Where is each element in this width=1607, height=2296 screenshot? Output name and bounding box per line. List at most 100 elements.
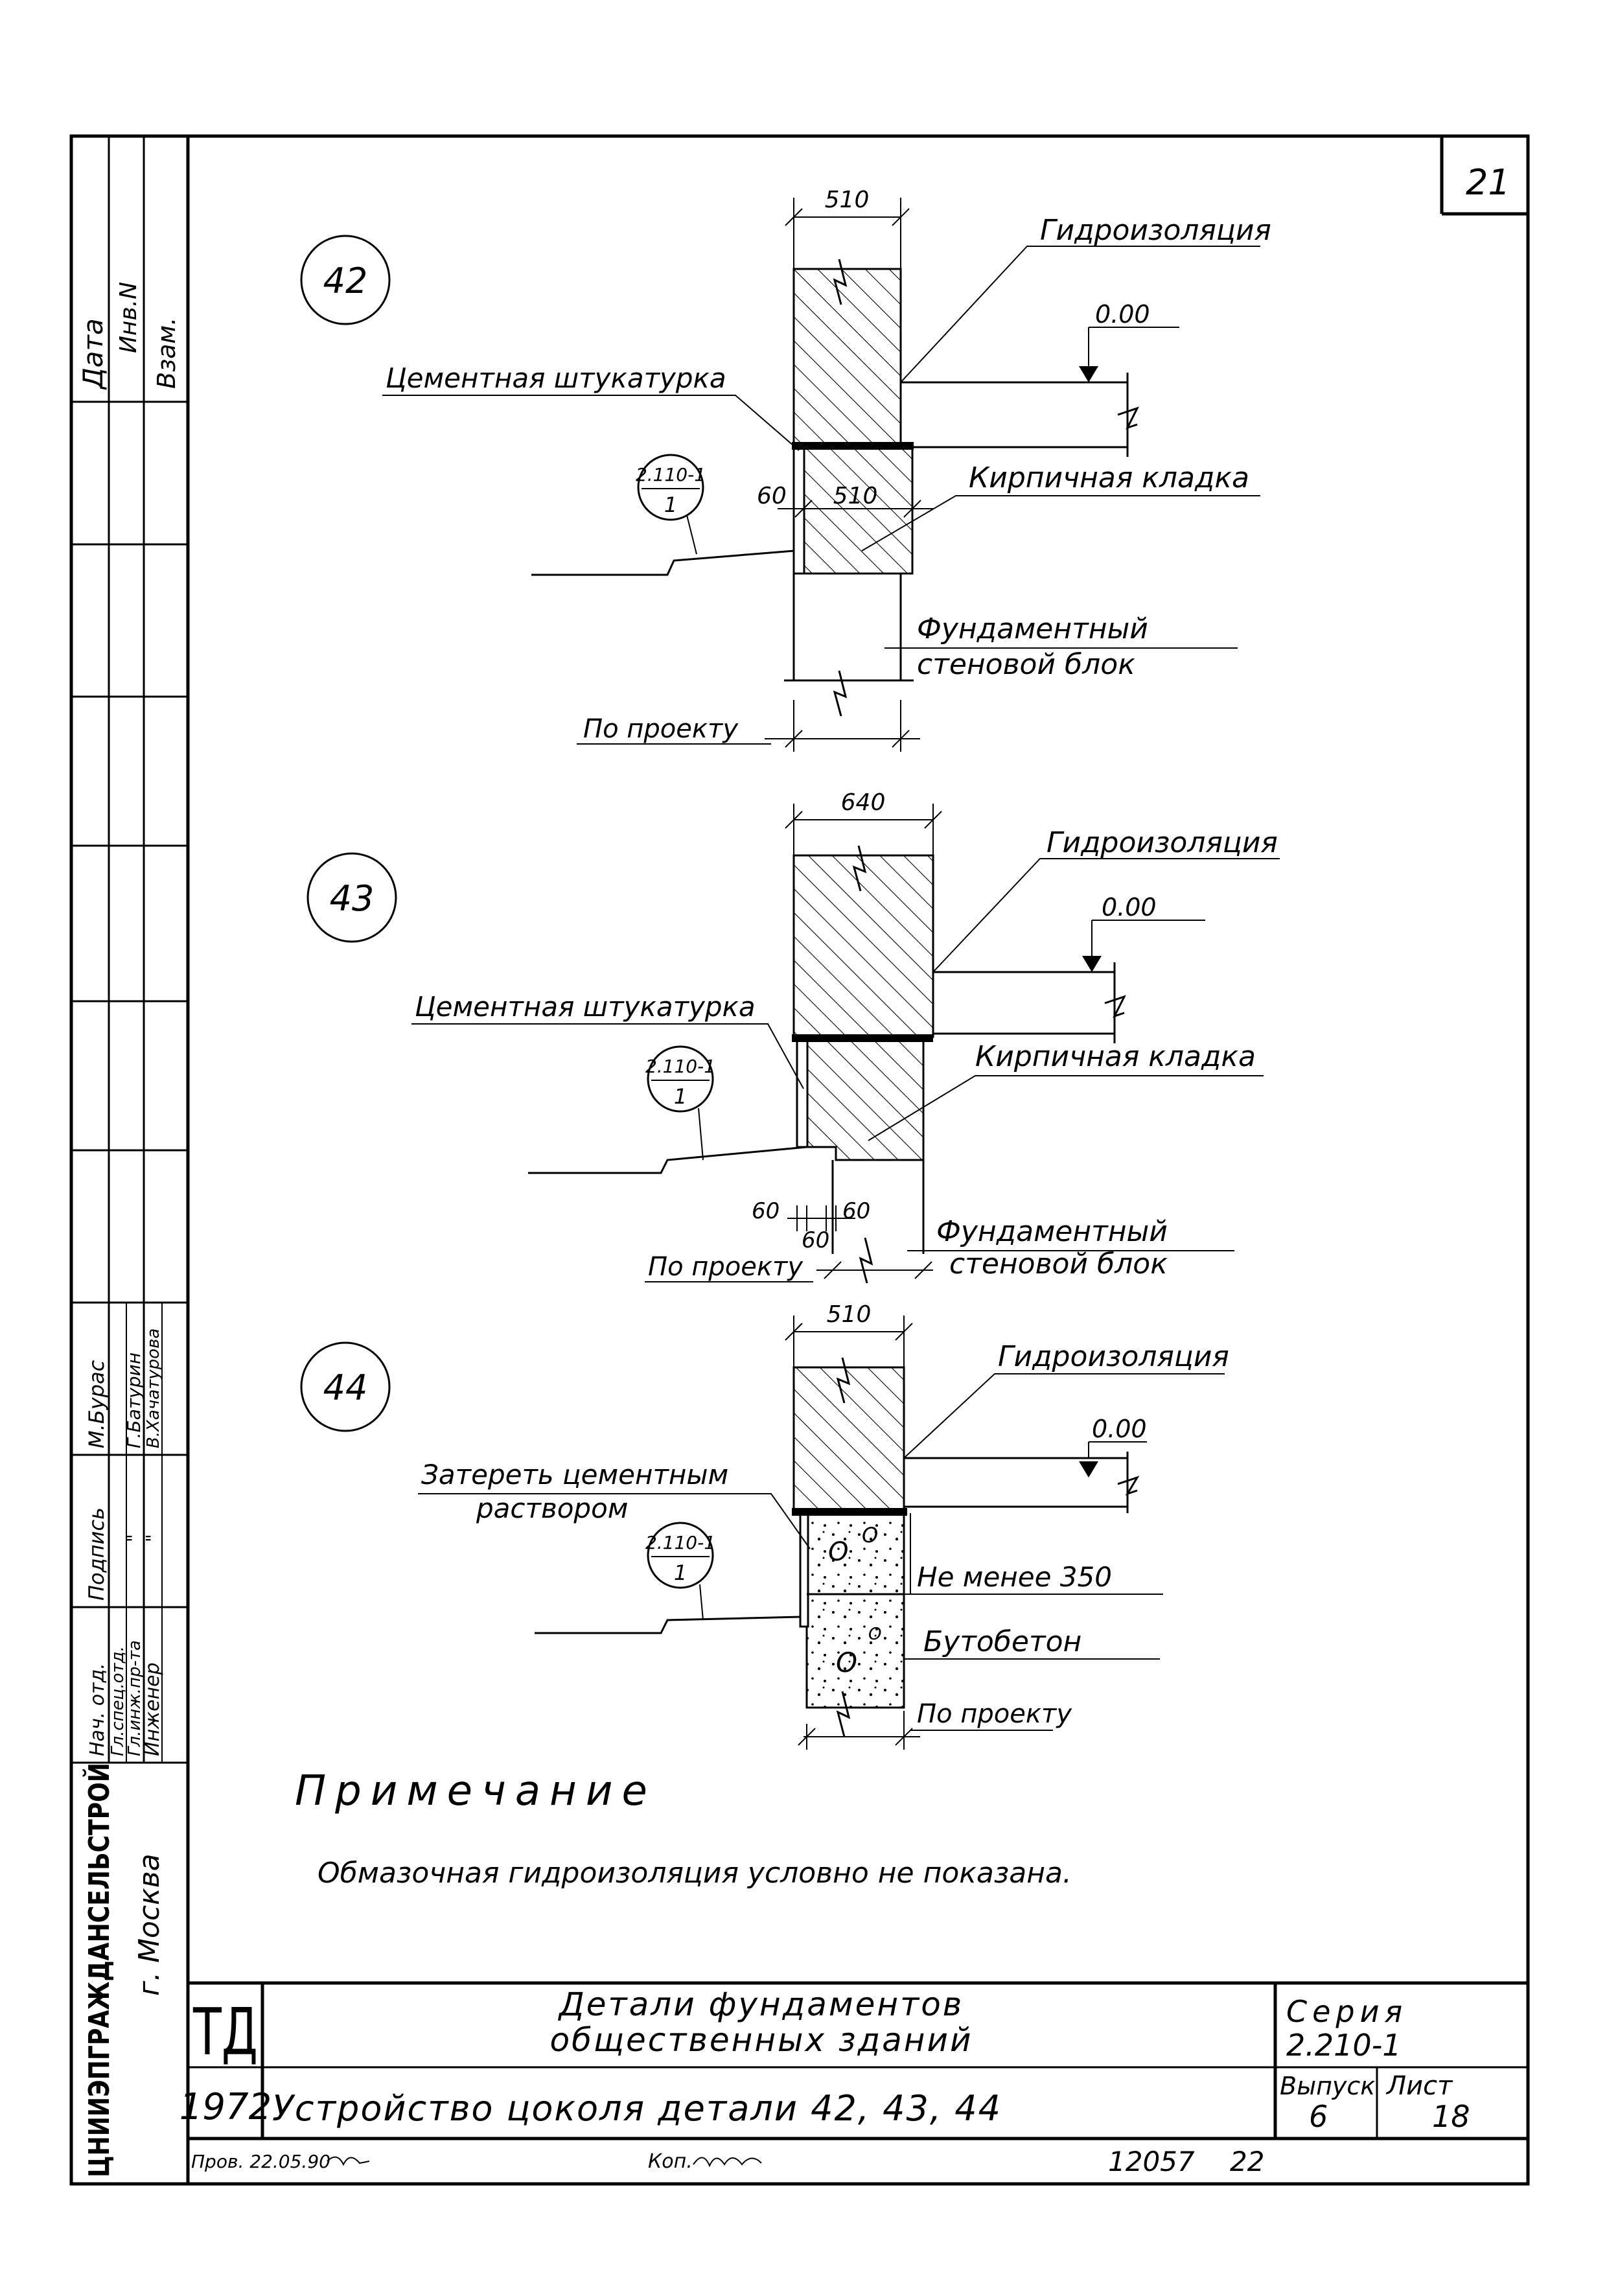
- detail-42-leader-plaster: [382, 395, 800, 451]
- stamp-label-date: Дата: [77, 318, 109, 390]
- series-label: Серия: [1286, 1994, 1407, 2029]
- detail-44-ground-line: [535, 1616, 801, 1634]
- footer-check-signature: [327, 2156, 370, 2166]
- detail-43-ground-line: [528, 1146, 807, 1174]
- detail-42-ref-bottom: 1: [664, 493, 677, 517]
- detail-44-upper-wall: [792, 1366, 905, 1511]
- sheet-frame: [69, 134, 1530, 2186]
- detail-44-break-top: [836, 1357, 851, 1404]
- detail-44-level-mark: [1079, 1461, 1098, 1478]
- detail-42-label-level: 0.00: [1095, 300, 1150, 329]
- detail-42-foundation-block: [792, 572, 902, 680]
- footer-copy-signature: [693, 2157, 762, 2168]
- stamp-organization: ЦНИИЭПГРАЖДАНСЕЛЬСТРОЙ: [82, 1763, 116, 2177]
- detail-43-level-line: [1091, 920, 1205, 972]
- sheet-value: 18: [1432, 2099, 1470, 2134]
- detail-43-leader-masonry: [868, 1075, 1264, 1141]
- detail-42-leader-waterproofing: [900, 246, 1260, 383]
- detail-44-cement-render: [799, 1512, 809, 1628]
- title-line-1: Детали фундаментов: [558, 1986, 964, 2023]
- detail-42-break-top: [833, 259, 848, 305]
- detail-42-dim-mid: [778, 500, 933, 518]
- detail-43-break-bottom: [859, 1237, 873, 1284]
- detail-42-level-mark: [1079, 366, 1098, 382]
- stamp-name-1: М.Бурас: [84, 1360, 109, 1448]
- detail-43-dim-left-label: 60: [752, 1198, 780, 1224]
- detail-43-label-masonry: Кирпичная кладка: [975, 1040, 1256, 1073]
- detail-44-level-line: [1088, 1441, 1147, 1458]
- stamp-role-head: Нач. отд.: [86, 1663, 109, 1756]
- detail-42-ground-line: [531, 550, 794, 576]
- stamp-role-chief: Гл.инж.пр-та: [125, 1640, 145, 1756]
- sheet-number: 21: [1466, 162, 1510, 203]
- detail-44-ref-top: 2.110-1: [645, 1532, 715, 1553]
- detail-44-label-waterproofing: Гидроизоляция: [998, 1340, 1229, 1373]
- detail-43-upper-wall: [792, 854, 934, 1038]
- detail-43: 43 640 60 60 60 По проекту 2.110-1 1 Гид…: [306, 789, 1280, 1284]
- detail-42-break-bottom: [784, 670, 914, 717]
- detail-43-dim-small: [787, 1205, 855, 1231]
- detail-42-marker: [300, 235, 391, 325]
- note-text: Обмазочная гидроизоляция условно не пока…: [318, 1857, 1072, 1890]
- detail-44-rubble-concrete: [805, 1512, 905, 1709]
- detail-42: 42 510 510 60 По проекту 2.110-1 1 Гидро…: [300, 187, 1271, 752]
- stamp-name-4: В.Хачатурова: [144, 1328, 163, 1448]
- detail-44-dim-top-label: 510: [827, 1301, 872, 1328]
- detail-44-label-min-depth: Не менее 350: [917, 1561, 1112, 1593]
- detail-42-dim-top-label: 510: [825, 187, 870, 213]
- detail-44-leader-min-depth: [904, 1513, 1163, 1595]
- side-stamp: [71, 136, 188, 1764]
- footer-checked: Пров. 22.05.90: [191, 2151, 330, 2172]
- detail-44-label-rub-1: Затереть цементным: [421, 1459, 728, 1490]
- detail-42-dim-mid-label: 510: [833, 483, 878, 509]
- detail-42-brick-masonry: [802, 446, 914, 575]
- stamp-name-3: Г.Батурин: [123, 1352, 145, 1448]
- series-value: 2.210-1: [1286, 2028, 1402, 2063]
- detail-43-dim-top: [785, 804, 942, 855]
- detail-42-label-foundation-2: стеновой блок: [917, 648, 1135, 681]
- title-line-2: общественных зданий: [550, 2021, 973, 2059]
- detail-42-upper-wall: [792, 268, 902, 445]
- detail-44: 44 O O O O 510 По проекту 2.110-1 1 Гидр…: [300, 1301, 1229, 1750]
- detail-42-dim-top: [785, 198, 910, 269]
- detail-42-ref-marker: [637, 454, 704, 521]
- detail-43-dim-bottom: [816, 1261, 933, 1279]
- detail-42-label-waterproofing: Гидроизоляция: [1040, 214, 1271, 247]
- detail-43-label-foundation-1: Фундаментный: [936, 1215, 1168, 1248]
- detail-42-floor-slab: [901, 373, 1139, 457]
- detail-44-label-level: 0.00: [1092, 1415, 1147, 1443]
- detail-43-dim-mid-label: 60: [802, 1227, 829, 1253]
- detail-43-label-level: 0.00: [1102, 893, 1157, 922]
- detail-44-marker: [300, 1341, 391, 1432]
- detail-44-dim-bottom: [798, 1711, 920, 1750]
- detail-42-label-plaster: Цементная штукатурка: [386, 362, 726, 394]
- detail-42-dim-bottom: [765, 700, 920, 752]
- stamp-label-replace: Взам.: [152, 318, 181, 389]
- detail-43-by-project: По проекту: [648, 1252, 804, 1282]
- detail-42-dim-left-label: 60: [757, 483, 787, 509]
- detail-44-leader-waterproofing: [903, 1373, 1225, 1459]
- detail-42-leader-masonry: [861, 495, 1260, 551]
- stamp-role-engineer: Инженер: [141, 1662, 164, 1756]
- title-block: [188, 1981, 1528, 2140]
- stamp-role-spec: Гл.спец.отд.: [108, 1646, 128, 1756]
- stamp-city: г. Москва: [133, 1853, 166, 1996]
- detail-44-floor-slab: [904, 1452, 1140, 1513]
- detail-43-ref-top: 2.110-1: [645, 1056, 715, 1077]
- detail-43-label-waterproofing: Гидроизоляция: [1046, 826, 1278, 859]
- detail-43-number: 43: [330, 878, 375, 919]
- detail-44-break-bottom: [836, 1691, 851, 1737]
- issue-label: Выпуск: [1280, 2072, 1375, 2100]
- stamp-label-inv: Инв.N: [115, 282, 142, 353]
- note-heading: Примечание: [295, 1767, 656, 1815]
- detail-43-break-top: [852, 845, 867, 892]
- detail-43-leader-plaster: [411, 1023, 804, 1089]
- detail-43-label-foundation-2: стеновой блок: [949, 1247, 1168, 1281]
- detail-43-marker: [306, 852, 397, 943]
- detail-44-aggregate-4: O: [868, 1625, 881, 1644]
- detail-42-by-project: По проекту: [583, 714, 739, 744]
- footer-number: 12057: [1108, 2146, 1195, 2177]
- detail-44-by-project: По проекту: [917, 1699, 1072, 1729]
- detail-43-foundation-block: [831, 1160, 925, 1254]
